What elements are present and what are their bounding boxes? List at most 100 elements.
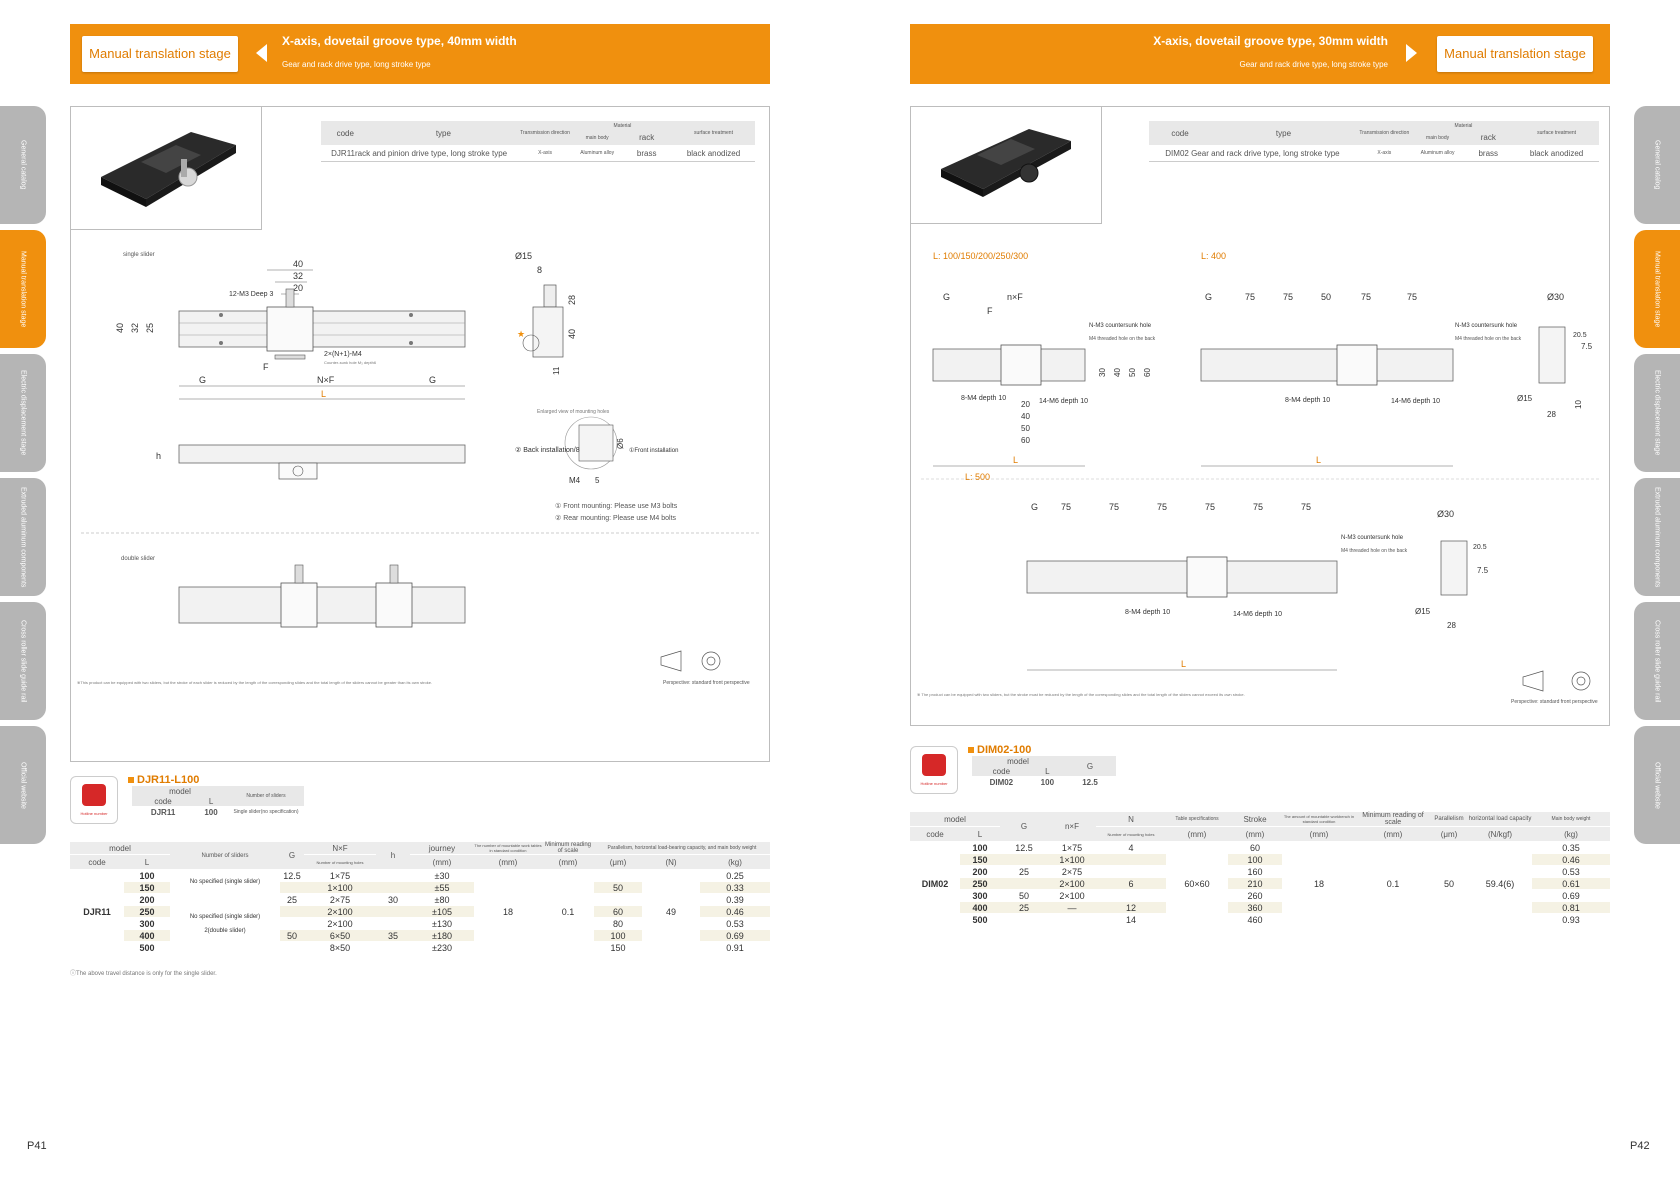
rdt-cell [1000, 853, 1048, 866]
spec-h-material: Material [572, 121, 672, 131]
dt-h-code: code [70, 854, 124, 870]
dim-50b-r1: 50 [1021, 424, 1030, 433]
dt-cell: 35 [376, 929, 410, 942]
side-tab-aluminum[interactable]: Extruded aluminum components [0, 478, 46, 596]
dim-d30-r3: Ø30 [1437, 509, 1454, 519]
hotline-box-right[interactable]: Hotline number [910, 746, 958, 794]
mb-L: 100 [204, 807, 218, 817]
rdt-h-N: N [1096, 812, 1166, 827]
side-tab-general-catalog[interactable]: General catalog [0, 106, 46, 224]
dt-cell [376, 881, 410, 894]
dim-G-r2: G [1205, 292, 1212, 302]
spec-surface-value-r: black anodized [1514, 145, 1599, 162]
mb-code-r: DIM02 [989, 777, 1014, 787]
right-header-bar: X-axis, dovetail groove type, 30mm width… [910, 24, 1610, 84]
rdt-h-N-sub: Number of mounting holes [1096, 826, 1166, 842]
table-row: DIM02 100 12.5 1×75 4 60×60 60 18 0.1 50… [910, 841, 1610, 926]
dim-7-5-r3: 7.5 [1477, 566, 1489, 575]
dim-75-r3d: 75 [1205, 502, 1215, 512]
dim-h: h [156, 451, 161, 461]
side-tab-cross-roller-right[interactable]: Cross roller slide guide rail [1634, 602, 1680, 720]
mb-L-r: 100 [1040, 777, 1055, 787]
dt-cell [280, 881, 304, 894]
table-row: DJR11 100 No specified (single slider) 1… [70, 869, 770, 954]
dt-cell: 80 [594, 917, 642, 930]
dt-h-min-unit: (mm) [542, 854, 594, 870]
perspective-cone-icon-right [1522, 670, 1544, 692]
spec-direction-value-r: X-axis [1355, 145, 1413, 162]
rdt-h-kg: Main body weight [1532, 812, 1610, 827]
side-tab-general-catalog-right[interactable]: General catalog [1634, 106, 1680, 224]
side-tab-cross-roller[interactable]: Cross roller slide guide rail [0, 602, 46, 720]
dt-cell [280, 941, 304, 954]
dt-h-par: Parallelism, horizontal load-bearing cap… [594, 842, 770, 855]
stage-photo-icon-right [941, 129, 1071, 197]
dt-cell: 200 [124, 893, 170, 906]
dt-cell [594, 893, 642, 906]
dim-d30-r: Ø30 [1547, 292, 1564, 302]
spec-h-type-r: type [1211, 121, 1356, 145]
dt-sliders-b1: No specified (single slider) [189, 913, 261, 920]
dim-side-25: 25 [145, 323, 155, 333]
dt-code: DJR11 [70, 869, 124, 954]
dt-cell: ±230 [410, 941, 474, 954]
dim-75-r2d: 75 [1407, 292, 1417, 302]
dt-h-NxF: N×F [304, 842, 376, 855]
side-tab-aluminum-right[interactable]: Extruded aluminum components [1634, 478, 1680, 596]
dt-cell: 2×100 [304, 905, 376, 918]
rdt-cell: 2×100 [1048, 877, 1096, 890]
dt-cell: 250 [124, 905, 170, 918]
table-row: 500 8×50 ±230 150 0.91 [70, 941, 770, 954]
dim-G-right: G [429, 375, 436, 385]
category-button[interactable]: Manual translation stage [82, 36, 238, 72]
dim-40-r1: 40 [1113, 368, 1122, 377]
table-row: 150 1×100 ±55 50 0.33 [70, 881, 770, 894]
drawing-footnote: ※This product can be equipped with two s… [77, 680, 432, 685]
dim-L-r1: L [1013, 455, 1018, 465]
side-tab-manual-stage[interactable]: Manual translation stage [0, 230, 46, 348]
perspective-cone-icon [660, 650, 682, 672]
spec-h-direction-r: Transmission direction [1355, 121, 1413, 145]
dim-11: 11 [552, 366, 561, 375]
dim-m4: M4 [569, 476, 581, 485]
page-title-right: X-axis, dovetail groove type, 30mm width [1153, 34, 1388, 48]
single-slider-label: single slider [123, 252, 155, 258]
dim-40b-r1: 40 [1021, 412, 1030, 421]
perspective-label-right: Perspective: standard front perspective [1511, 699, 1598, 705]
dt-cell: ±55 [410, 881, 474, 894]
mb-h-model: model [132, 786, 228, 796]
dim-F-r1: F [987, 306, 993, 316]
label-m4-r3: 8-M4 depth 10 [1125, 609, 1170, 616]
rdt-h-load: horizontal load capacity [1468, 812, 1532, 827]
category-button-right[interactable]: Manual translation stage [1437, 36, 1593, 72]
hotline-box[interactable]: Hotline number [70, 776, 118, 824]
rdt-cell: 2×75 [1048, 865, 1096, 878]
side-tab-electric-stage-right[interactable]: Electric displacement stage [1634, 354, 1680, 472]
side-tab-electric-stage[interactable]: Electric displacement stage [0, 354, 46, 472]
dim-G-r3: G [1031, 502, 1038, 512]
dt-h-par-unit2: (N) [642, 854, 700, 870]
star-icon: ★ [517, 329, 525, 339]
side-tab-website[interactable]: Official website [0, 726, 46, 844]
dim-10-r: 10 [1574, 400, 1583, 409]
dt-h-G: G [280, 842, 304, 870]
side-tab-manual-stage-right[interactable]: Manual translation stage [1634, 230, 1680, 348]
spec-type-value-r: DIM02 Gear and rack drive type, long str… [1149, 145, 1356, 162]
side-tab-website-right[interactable]: Official website [1634, 726, 1680, 844]
dt-cell: 50 [594, 881, 642, 894]
rdt-cell: 12.5 [1000, 841, 1048, 854]
table-row: 250 2×100 ±105 60 0.46 [70, 905, 770, 918]
table-row: 400 25 — 12 360 0.81 [910, 901, 1610, 914]
rdt-h-min: Minimum reading of scale [1356, 812, 1430, 827]
dt-cell [594, 869, 642, 882]
rdt-cell: 0.53 [1532, 865, 1610, 878]
rdt-cell: — [1048, 901, 1096, 914]
rdt-cell: 400 [960, 901, 1000, 914]
rdt-cell: 200 [960, 865, 1000, 878]
spec-h-rack-r: rack [1462, 130, 1515, 145]
dim-side-40: 40 [115, 323, 125, 333]
dt-cell: 500 [124, 941, 170, 954]
dt-cell [280, 917, 304, 930]
model-box-title: DJR11-L100 [128, 770, 199, 788]
dt-cell: 12.5 [280, 869, 304, 882]
